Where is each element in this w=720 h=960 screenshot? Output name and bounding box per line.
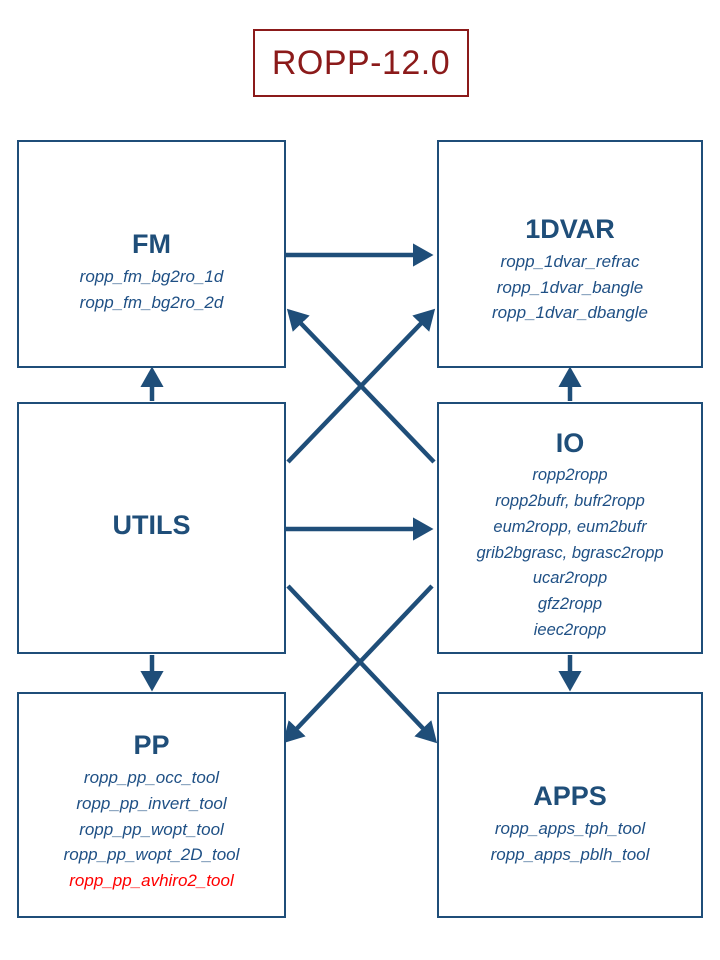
module-item: eum2ropp, eum2bufr <box>493 517 647 536</box>
module-title-fm: FM <box>132 228 171 259</box>
module-items-pp: ropp_pp_occ_tool ropp_pp_invert_tool ropp_… <box>64 765 240 894</box>
module-items-1dvar: ropp_1dvar_refrac ropp_1dvar_bangle ropp_1… <box>492 249 648 326</box>
module-item: ropp_pp_avhiro2_tool <box>69 871 234 891</box>
arrow-io-to-pp <box>282 584 434 744</box>
module-box-utils[interactable]: UTILS <box>17 402 286 654</box>
module-box-1dvar[interactable]: 1DVAR ropp_1dvar_refrac ropp_1dvar_bangle… <box>437 140 703 368</box>
module-item: ropp_pp_occ_tool <box>83 767 220 787</box>
arrow-io-to-fm <box>286 308 436 464</box>
module-title-utils: UTILS <box>112 510 191 541</box>
module-item: ropp2bufr, bufr2ropp <box>495 492 645 511</box>
module-title-pp: PP <box>133 729 170 760</box>
module-items-apps: ropp_apps_tph_tool ropp_apps_pblh_tool <box>491 816 650 868</box>
arrow-utils-to-1dvar <box>286 308 436 464</box>
module-box-apps[interactable]: APPS ropp_apps_tph_tool ropp_apps_pblh_to… <box>437 692 703 918</box>
module-items-io: ropp2ropp ropp2bufr, bufr2ropp eum2ropp, e… <box>476 463 663 643</box>
module-item: ropp_apps_pblh_tool <box>490 844 650 864</box>
module-item: ropp_pp_wopt_tool <box>79 819 224 839</box>
module-item: ropp_pp_wopt_2D_tool <box>63 845 240 865</box>
module-box-fm[interactable]: FM ropp_fm_bg2ro_1d ropp_fm_bg2ro_2d <box>17 140 286 368</box>
module-item: ieec2ropp <box>533 620 607 639</box>
module-item: grib2bgrasc, bgrasc2ropp <box>476 543 664 562</box>
module-items-fm: ropp_fm_bg2ro_1d ropp_fm_bg2ro_2d <box>80 264 224 316</box>
module-item: ropp2ropp <box>532 466 608 485</box>
module-item: gfz2ropp <box>537 595 603 614</box>
module-item: ropp_1dvar_refrac <box>500 251 640 271</box>
module-title-1dvar: 1DVAR <box>525 213 615 244</box>
module-item: ropp_1dvar_bangle <box>496 277 644 297</box>
arrow-utils-to-apps <box>286 584 438 744</box>
module-item: ropp_apps_tph_tool <box>494 818 646 838</box>
module-title-apps: APPS <box>533 780 607 811</box>
module-item: ropp_fm_bg2ro_1d <box>79 266 224 286</box>
module-box-io[interactable]: IO ropp2ropp ropp2bufr, bufr2ropp eum2ropp… <box>437 402 703 654</box>
module-item: ropp_fm_bg2ro_2d <box>79 292 224 312</box>
module-item: ropp_1dvar_dbangle <box>492 303 648 323</box>
module-title-io: IO <box>555 428 585 459</box>
diagram-title-box: ROPP-12.0 <box>253 29 469 97</box>
page-title: ROPP-12.0 <box>271 44 451 82</box>
module-item: ropp_pp_invert_tool <box>76 793 227 813</box>
module-item: ucar2ropp <box>532 569 608 588</box>
